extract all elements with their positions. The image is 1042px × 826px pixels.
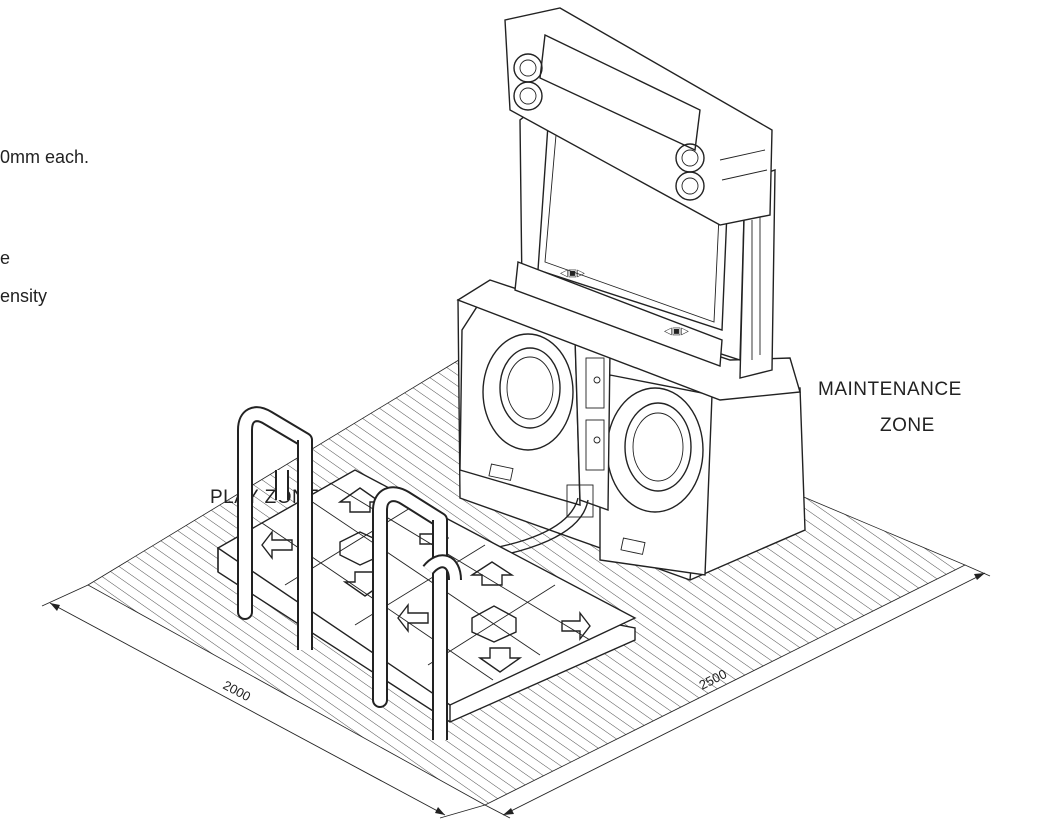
arcade-cabinet: ◁▣▷ ◁▣▷: [456, 7, 806, 581]
maintenance-zone-label-line2: ZONE: [880, 415, 935, 436]
maintenance-zone-label-line1: MAINTENANCE: [818, 379, 962, 400]
dimension-lines: [41, 564, 991, 819]
logo-mark-left: ◁▣▷: [560, 268, 585, 279]
arrow-up-icon: [337, 487, 383, 513]
dimension-width-label: 2000: [221, 677, 254, 704]
arrow-right-icon-2: [561, 610, 591, 642]
note-line-3: ensity: [0, 286, 47, 306]
safety-bar-right: [372, 486, 462, 740]
note-line-2: e: [0, 248, 10, 268]
logo-mark-right: ◁▣▷: [664, 326, 689, 337]
arrow-left-icon: [261, 529, 293, 561]
arrow-up-icon-2: [469, 561, 515, 586]
center-panel-icon-2: [471, 605, 517, 643]
arrow-left-icon-2: [397, 602, 429, 634]
arrow-down-icon-2: [477, 647, 523, 673]
note-line-1: 0mm each.: [0, 147, 89, 167]
right-speaker: [599, 374, 713, 576]
safety-bar-left: [237, 406, 313, 650]
marquee: [504, 7, 773, 226]
